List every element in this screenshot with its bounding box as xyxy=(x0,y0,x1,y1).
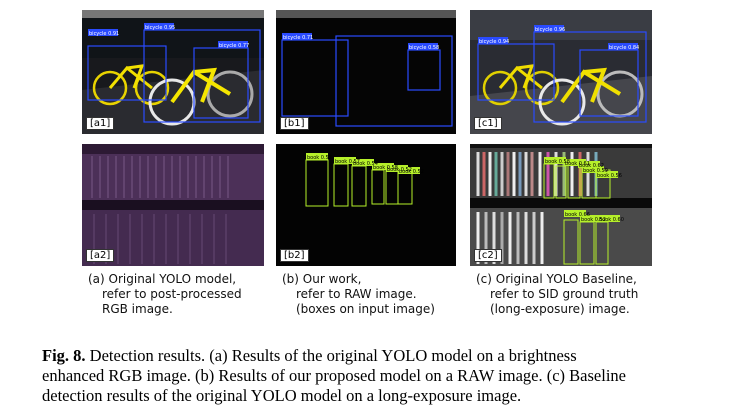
caption-line: Detection results. (a) Results of the or… xyxy=(89,346,577,365)
panel-b2: book 0.52 book 0.57 book 0.54 book 0.58 … xyxy=(276,144,456,266)
subcaption-line: refer to SID ground truth xyxy=(490,287,639,301)
figure-label: Fig. 8. xyxy=(42,346,86,365)
raw-dark-image-b1: bicycle 0.71 bicycle 0.58 xyxy=(276,10,456,134)
box-label: bicycle 0.77 xyxy=(219,43,249,49)
bookshelf-image-a2 xyxy=(82,144,264,266)
subcaption-line: (boxes on input image) xyxy=(296,302,435,316)
box-label: bicycle 0.84 xyxy=(609,45,639,51)
subcaption-line: (b) Our work, xyxy=(282,272,362,286)
box-label: bicycle 0.94 xyxy=(479,39,509,45)
box-label: book 0.60 xyxy=(599,217,624,223)
box-label: bicycle 0.71 xyxy=(283,35,313,41)
box-label: book 0.58 xyxy=(545,159,570,165)
box-label: book 0.56 xyxy=(597,173,622,179)
subcaption-line: refer to RAW image. xyxy=(296,287,417,301)
box-label: book 0.52 xyxy=(399,169,424,175)
box-label: bicycle 0.91 xyxy=(89,31,119,37)
panel-tag: [b1] xyxy=(280,117,309,130)
box-label: book 0.66 xyxy=(565,212,590,218)
box-label: book 0.57 xyxy=(335,159,360,165)
box-label: book 0.54 xyxy=(353,161,378,167)
panel-tag: [c1] xyxy=(474,117,502,130)
figure-caption: Fig. 8. Detection results. (a) Results o… xyxy=(42,346,694,406)
panel-c1: bicycle 0.94 bicycle 0.96 bicycle 0.84 [… xyxy=(470,10,652,134)
subcaption-b: (b) Our work, refer to RAW image. (boxes… xyxy=(282,272,462,317)
subcaption-line: (c) Original YOLO Baseline, xyxy=(476,272,637,286)
caption-line: enhanced RGB image. (b) Results of our p… xyxy=(42,366,626,385)
subcaption-line: (long-exposure) image. xyxy=(490,302,630,316)
box-label: bicycle 0.58 xyxy=(409,45,439,51)
bookshelf-image-c2: book 0.58 book 0.61 book 0.62 book 0.59 … xyxy=(470,144,652,266)
subcaption-a: (a) Original YOLO model, refer to post-p… xyxy=(88,272,268,317)
caption-line: detection results of the original YOLO m… xyxy=(42,386,522,405)
box-label: book 0.59 xyxy=(583,168,608,174)
panel-a2: [a2] xyxy=(82,144,264,266)
bicycle-scene-image-c1: bicycle 0.94 bicycle 0.96 bicycle 0.84 xyxy=(470,10,652,134)
box-label: book 0.52 xyxy=(307,155,332,161)
box-label: book 0.52 xyxy=(581,217,606,223)
raw-bookshelf-image-b2: book 0.52 book 0.57 book 0.54 book 0.58 … xyxy=(276,144,456,266)
box-label: book 0.61 xyxy=(565,161,590,167)
panel-c2: book 0.58 book 0.61 book 0.62 book 0.59 … xyxy=(470,144,652,266)
panel-tag: [a2] xyxy=(86,249,115,262)
box-label: bicycle 0.95 xyxy=(145,25,175,31)
subcaption-line: RGB image. xyxy=(102,302,173,316)
box-label: book 0.62 xyxy=(579,163,604,169)
box-label: book 0.58 xyxy=(373,165,398,171)
panel-tag: [b2] xyxy=(280,249,309,262)
panel-a1: bicycle 0.91 bicycle 0.95 bicycle 0.77 [… xyxy=(82,10,264,134)
box-label: bicycle 0.96 xyxy=(535,27,565,33)
panel-b1: bicycle 0.71 bicycle 0.58 [b1] xyxy=(276,10,456,134)
panel-tag: [a1] xyxy=(86,117,115,130)
box-label: book 0.52 xyxy=(387,167,412,173)
panel-tag: [c2] xyxy=(474,249,502,262)
subcaption-c: (c) Original YOLO Baseline, refer to SID… xyxy=(476,272,656,317)
subcaption-line: refer to post-processed xyxy=(102,287,242,301)
bicycle-scene-image-a1: bicycle 0.91 bicycle 0.95 bicycle 0.77 xyxy=(82,10,264,134)
subcaption-line: (a) Original YOLO model, xyxy=(88,272,237,286)
